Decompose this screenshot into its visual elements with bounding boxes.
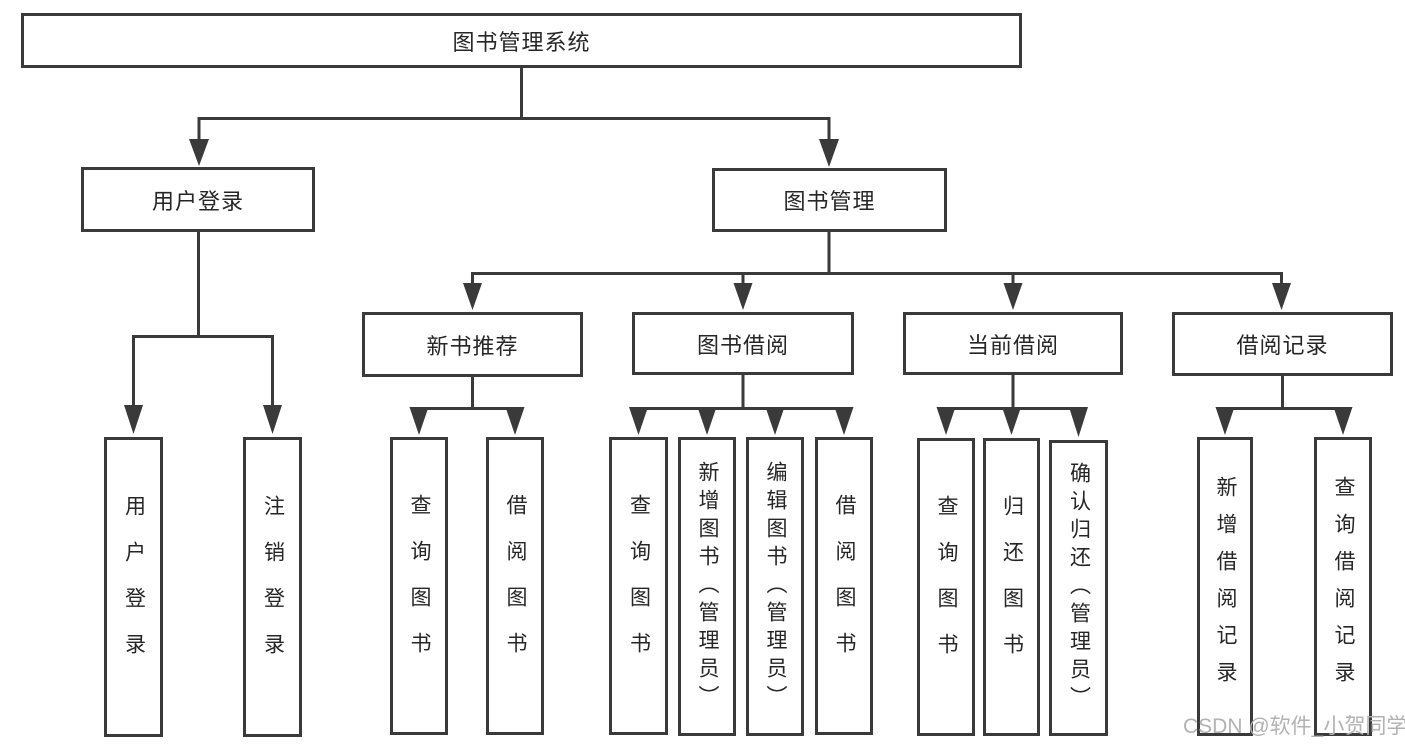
leaf-logout: 注销登录 [243, 437, 302, 737]
leaf-query-borrow-record: 查询借阅记录 [1314, 437, 1372, 736]
leaf-add-borrow-record: 新增借阅记录 [1197, 437, 1253, 736]
node-user-login-branch: 用户登录 [81, 167, 315, 232]
leaf-query-books: 查询图书 [917, 438, 975, 736]
node-borrowing-records: 借阅记录 [1172, 312, 1393, 376]
node-book-borrowing: 图书借阅 [632, 312, 854, 375]
leaf-user-login: 用户登录 [104, 437, 163, 737]
node-library-management-system: 图书管理系统 [21, 13, 1022, 68]
leaf-query-books: 查询图书 [390, 437, 448, 735]
leaf-borrow-books: 借阅图书 [486, 437, 544, 735]
leaf-edit-books-admin: 编辑图书（管理员） [746, 437, 804, 736]
arrowheads [124, 139, 1353, 437]
node-current-borrowing: 当前借阅 [903, 312, 1123, 375]
leaf-borrow-books: 借阅图书 [815, 437, 873, 735]
node-book-management-branch: 图书管理 [712, 168, 947, 232]
csdn-watermark: CSDN @软件_小贺同学 [1183, 715, 1405, 738]
leaf-add-books-admin: 新增图书（管理员） [678, 437, 736, 736]
leaf-query-books: 查询图书 [609, 437, 668, 735]
node-new-book-recommendation: 新书推荐 [362, 312, 583, 377]
leaf-return-books: 归还图书 [983, 438, 1040, 736]
leaf-confirm-return-admin: 确认归还（管理员） [1049, 440, 1108, 736]
